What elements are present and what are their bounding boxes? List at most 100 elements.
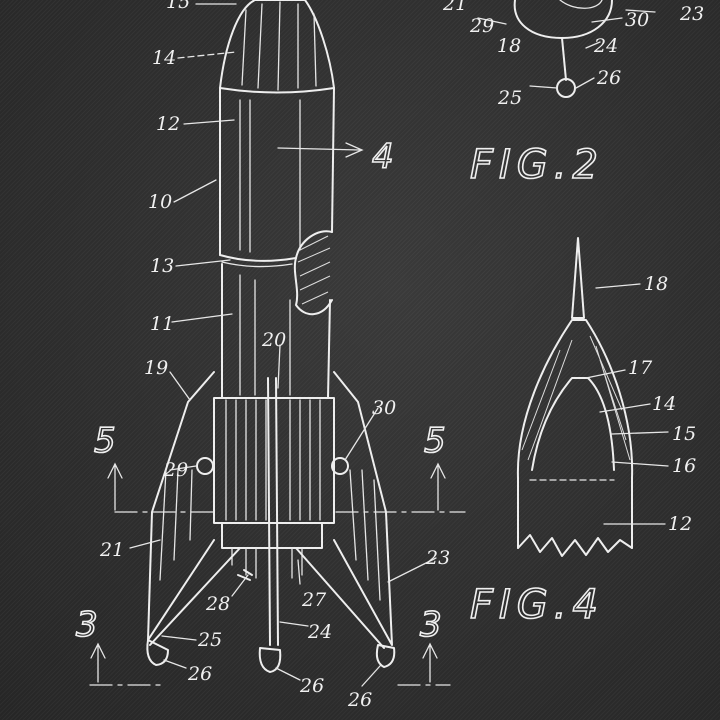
fig2-label-23: 23 — [679, 3, 704, 25]
section-5-arrow-right — [430, 462, 446, 511]
nozzle-section — [221, 522, 323, 549]
fig2-label-21: 21 — [442, 0, 467, 15]
fig4-title: FIG.4 — [470, 582, 604, 628]
label-19: 19 — [144, 357, 168, 379]
leader-26c — [361, 665, 381, 687]
section-arrow-4: 4 — [277, 136, 394, 178]
label-29: 29 — [163, 459, 188, 481]
lower-tube-shading — [239, 274, 291, 396]
left-pivot — [196, 457, 214, 475]
fig4-label-14: 14 — [652, 393, 676, 415]
right-fin-shading — [349, 469, 381, 601]
leader-14 — [177, 51, 237, 59]
leader-24 — [279, 621, 309, 627]
fig2-disc-inner — [559, 0, 603, 9]
fig4-hatching — [521, 335, 631, 461]
leader-23 — [387, 557, 437, 583]
section-5-left-label: 5 — [94, 421, 116, 461]
collar-ribs — [225, 399, 321, 521]
right-foot — [375, 644, 396, 668]
fig2-label-30: 30 — [625, 9, 649, 31]
left-foot — [146, 639, 169, 666]
center-foot — [258, 647, 282, 673]
fig4-body-walls — [517, 477, 633, 549]
fig4-label-12: 12 — [668, 513, 692, 535]
label-30: 30 — [372, 397, 396, 419]
fig4-outer-cone — [516, 319, 634, 479]
fig2-ball — [556, 78, 576, 98]
fig2-leaders — [477, 9, 656, 89]
nose-cone-base — [219, 87, 335, 94]
joint-band-inner — [221, 261, 293, 268]
label-10: 10 — [148, 191, 172, 213]
section-5-right-label: 5 — [424, 421, 446, 461]
leader-28 — [231, 574, 249, 597]
leader-26b — [275, 667, 301, 681]
launch-rod — [267, 377, 279, 646]
fig2-label-24: 24 — [593, 35, 618, 57]
label-12: 12 — [156, 113, 180, 135]
cutaway-hatch — [297, 235, 331, 305]
nose-cone-shading — [241, 1, 317, 91]
fig2-label-29: 29 — [469, 15, 494, 37]
label-23: 23 — [425, 547, 450, 569]
fig4-label-18: 18 — [644, 273, 668, 295]
fig2-label-26: 26 — [596, 67, 621, 89]
left-fin-shading — [159, 469, 193, 581]
main-view-labels: 15 14 12 10 13 11 19 20 29 30 21 23 28 2… — [99, 0, 450, 711]
leader-13 — [175, 259, 231, 267]
left-fin — [147, 371, 215, 641]
leader-26a — [163, 659, 187, 669]
label-25: 25 — [197, 629, 222, 651]
fig2-label-25: 25 — [497, 87, 522, 109]
nozzle-streaks — [231, 547, 303, 579]
joint-band — [219, 254, 297, 262]
section-3-arrow-left — [90, 642, 106, 683]
leader-20 — [277, 344, 281, 389]
arrow-4-label: 4 — [372, 137, 394, 177]
rocket-main-view — [146, 0, 396, 673]
fig4-inner-cavity — [531, 377, 615, 471]
label-14: 14 — [152, 47, 176, 69]
leader-29 — [169, 465, 197, 471]
leader-27 — [297, 559, 301, 585]
label-15: 15 — [166, 0, 190, 13]
label-27: 27 — [301, 589, 327, 611]
right-pivot — [331, 457, 349, 475]
label-26-center: 26 — [299, 675, 324, 697]
leader-12 — [183, 119, 235, 125]
fig4-label-15: 15 — [672, 423, 696, 445]
fig2-detail: FIG.2 21 29 18 30 23 24 25 26 — [442, 0, 704, 189]
section-5-arrow-left — [107, 462, 123, 511]
fig4-leaders — [585, 283, 669, 525]
fig2-stem — [561, 37, 567, 81]
upper-tube-shading — [239, 99, 301, 253]
leader-25 — [161, 635, 197, 641]
section-line-5: 5 5 — [93, 420, 466, 513]
fin-collar — [213, 397, 335, 524]
section-3-left-label: 3 — [76, 605, 98, 645]
fig4-label-16: 16 — [672, 455, 696, 477]
nose-cone — [219, 0, 335, 89]
nozzle-detail — [237, 569, 253, 581]
label-21: 21 — [99, 539, 124, 561]
section-3-right-label: 3 — [420, 605, 442, 645]
label-26-left: 26 — [187, 663, 212, 685]
fig4-spike — [571, 237, 585, 319]
fig2-label-18: 18 — [497, 35, 521, 57]
leader-19 — [169, 371, 191, 401]
label-26-right: 26 — [347, 689, 372, 711]
leader-21 — [129, 539, 161, 549]
fig2-title: FIG.2 — [470, 142, 604, 188]
upper-body-tube — [219, 87, 335, 256]
label-24: 24 — [307, 621, 332, 643]
label-11: 11 — [150, 313, 174, 335]
section-line-3: 3 3 — [75, 604, 451, 686]
fig4-break-edge — [517, 534, 633, 557]
leader-10 — [173, 179, 217, 203]
cutaway-break — [293, 230, 333, 316]
landing-legs — [149, 547, 385, 649]
leader-11 — [171, 313, 233, 323]
